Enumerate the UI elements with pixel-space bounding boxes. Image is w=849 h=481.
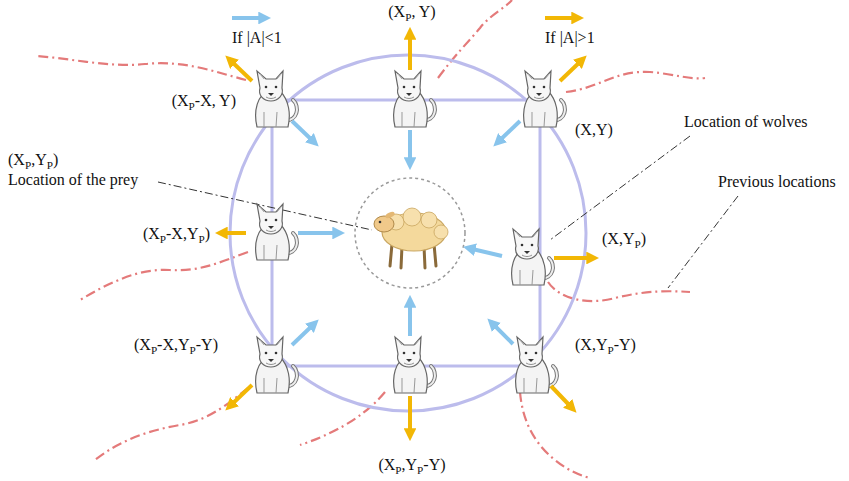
approach-arrow: [292, 121, 315, 143]
encircle-ring: [230, 55, 586, 411]
trail: [566, 72, 705, 92]
wolf: [524, 71, 565, 127]
coordinate-label: (XP,YP-Y): [378, 455, 445, 474]
approach-arrow: [408, 130, 412, 165]
subscript: P: [189, 100, 195, 112]
legend-arrow: [232, 16, 266, 20]
encircle-square: [272, 100, 540, 366]
diverge-arrows: [220, 18, 594, 436]
approach-arrow: [497, 121, 520, 143]
legend-label: If |A|>1: [545, 28, 595, 47]
wolf: [256, 71, 297, 127]
trail: [548, 282, 690, 301]
coordinate-label: (XP-X,YP-Y): [134, 335, 218, 354]
diverge-arrow: [229, 385, 252, 407]
approach-arrow: [491, 322, 513, 344]
subscript: P: [160, 233, 166, 245]
trail-lines: [35, 0, 705, 478]
subscript: P: [405, 11, 411, 23]
wolf: [256, 204, 297, 260]
coordinate-label: (X,YP): [602, 229, 646, 248]
subscript: P: [47, 159, 53, 171]
coordinate-label: (XP, Y): [388, 2, 435, 21]
coordinate-label: (X,Y): [575, 120, 613, 139]
leader-line: [668, 196, 738, 288]
subscript: P: [198, 233, 204, 245]
coordinate-label: (X,YP-Y): [575, 335, 636, 354]
diverge-arrow: [220, 231, 246, 235]
leader-lines: [158, 136, 738, 288]
diverge-arrow: [554, 256, 594, 260]
wolf: [394, 337, 435, 393]
approach-arrow: [408, 300, 412, 336]
diverge-arrow: [551, 386, 573, 409]
trail: [80, 252, 248, 300]
legend-label: If |A|<1: [232, 28, 282, 47]
wolves: [256, 71, 565, 393]
diverge-arrow: [560, 59, 583, 81]
legend-arrow: [545, 16, 579, 20]
sheep: [374, 208, 448, 268]
diverge-arrow: [229, 59, 252, 81]
coordinate-label: (XP-X,YP): [143, 224, 210, 243]
subscript: P: [190, 344, 196, 356]
subscript: P: [25, 159, 31, 171]
subscript: P: [151, 344, 157, 356]
wolf: [394, 71, 435, 127]
wolf: [256, 337, 297, 393]
coordinate-label: (XP,YP): [8, 150, 58, 169]
wolf: [512, 229, 553, 285]
approach-arrow: [292, 323, 315, 345]
subscript: P: [634, 238, 640, 250]
diverge-arrow: [408, 32, 412, 70]
trail: [520, 392, 590, 478]
subscript: P: [417, 464, 423, 476]
approach-arrow: [298, 231, 340, 235]
callout-label: Previous locations: [718, 172, 836, 191]
trail: [35, 56, 246, 80]
coordinate-label: (XP-X, Y): [172, 91, 236, 110]
approach-arrows: [232, 18, 520, 345]
callout-label: Location of wolves: [684, 112, 808, 131]
diverge-arrow: [408, 396, 412, 436]
callout-label: Location of the prey: [8, 170, 138, 189]
wolf: [516, 337, 557, 393]
trail: [95, 388, 248, 460]
subscript: P: [607, 344, 613, 356]
approach-arrow: [468, 248, 502, 256]
prey-zone: [355, 178, 465, 288]
trail: [438, 0, 512, 78]
leader-line: [550, 136, 690, 240]
subscript: P: [395, 464, 401, 476]
